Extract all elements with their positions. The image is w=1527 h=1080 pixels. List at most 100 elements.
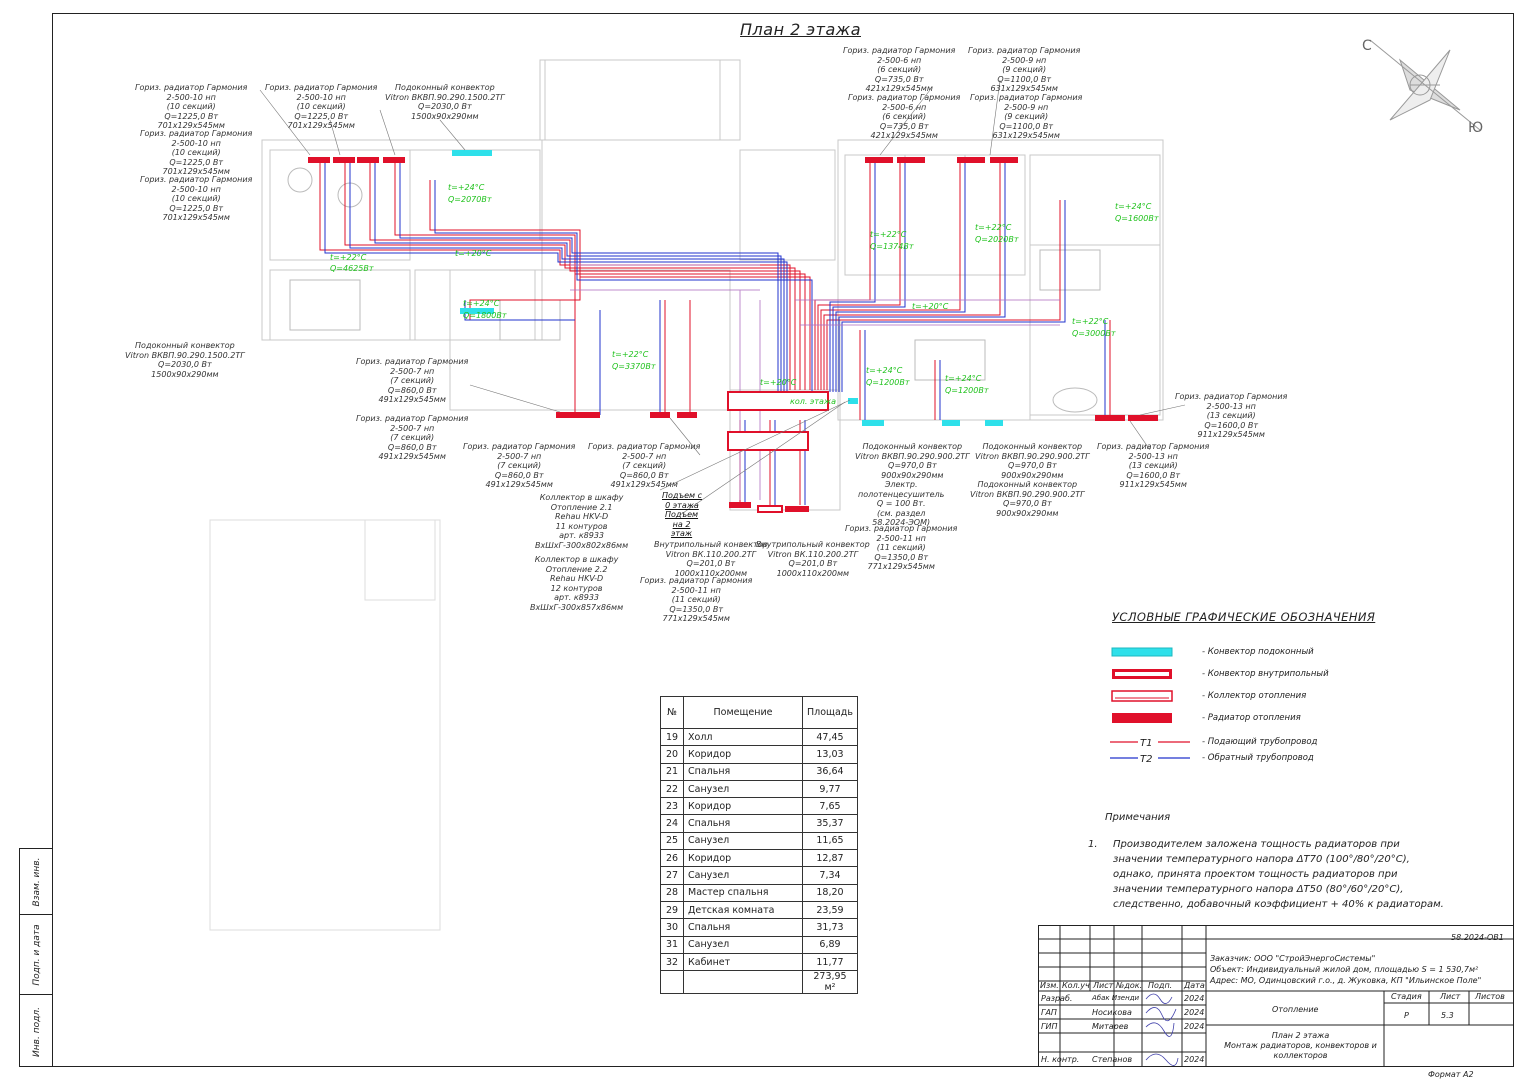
room-name: Спальня xyxy=(683,918,803,937)
label-radiator-8: Гориз. радиатор Гармония 2-500-9 нп (9 с… xyxy=(970,93,1083,140)
heat-load-label: Q=3000Вт xyxy=(1072,329,1116,338)
label-radiator-6: Гориз. радиатор Гармония 2-500-9 нп (9 с… xyxy=(968,46,1081,93)
sill-convectors xyxy=(452,150,1003,426)
label-sill-convector-3: Подоконный конвектор Vitron ВКВП.90.290.… xyxy=(855,442,970,480)
legend-label: - Конвектор подоконный xyxy=(1202,647,1314,657)
collector-floor-label: кол. этажа xyxy=(790,397,836,406)
label-radiator-15: Гориз. радиатор Гармония 2-500-13 нп (13… xyxy=(1175,392,1288,439)
room-number: 25 xyxy=(660,831,684,851)
heating-collectors xyxy=(727,391,829,451)
signatures xyxy=(1145,993,1179,1066)
label-collector-1: Коллектор в шкафу Отопление 2.1 Rehau HK… xyxy=(535,493,629,550)
room-number: 31 xyxy=(660,935,684,954)
supply-line-symbol-icon: T1 xyxy=(1110,738,1190,749)
drawing-title: План 2 этажа xyxy=(740,20,861,39)
label-radiator-7: Гориз. радиатор Гармония 2-500-6 нп (6 с… xyxy=(848,93,961,140)
temp-label: t=+24°C xyxy=(448,183,485,192)
title-block xyxy=(1038,925,1514,1067)
compass-rose-icon: С Ю xyxy=(1362,38,1483,136)
room-name: Коридор xyxy=(683,797,803,816)
label-sill-convector-5: Подоконный конвектор Vitron ВКВП.90.290.… xyxy=(970,480,1085,518)
room-number: 19 xyxy=(660,727,684,747)
room-number: 26 xyxy=(660,849,684,868)
label-sill-convector-1: Подоконный конвектор Vitron ВКВП.90.290.… xyxy=(385,83,505,121)
room-number: 22 xyxy=(660,779,684,799)
table-header-row: № Помещение Площадь xyxy=(660,696,858,729)
sill-convector-symbol-icon xyxy=(1111,647,1173,657)
legend-item-floor-convector: - Конвектор внутрипольный xyxy=(1110,667,1440,681)
label-collector-2: Коллектор в шкафу Отопление 2.2 Rehau HK… xyxy=(530,555,624,612)
table-header-area: Площадь xyxy=(802,696,858,729)
legend-title: УСЛОВНЫЕ ГРАФИЧЕСКИЕ ОБОЗНАЧЕНИЯ xyxy=(1112,610,1376,624)
label-floor-convector-2: Внутрипольный конвектор Vitron ВК.110.20… xyxy=(756,540,870,578)
room-name: Коридор xyxy=(683,745,803,764)
heat-load-label: Q=3370Вт xyxy=(612,362,656,371)
drawing-frame xyxy=(52,13,1514,1067)
temp-label: t=+20°C xyxy=(760,378,797,387)
heat-load-label: Q=1600Вт xyxy=(1115,214,1159,223)
label-radiator-1: Гориз. радиатор Гармония 2-500-10 нп (10… xyxy=(135,83,248,130)
room-name: Спальня xyxy=(683,814,803,833)
temp-label: t=+22°C xyxy=(612,350,649,359)
room-number: 27 xyxy=(660,866,684,885)
room-name: Санузел xyxy=(683,831,803,851)
heat-load-label: Q=4625Вт xyxy=(330,264,374,273)
leader-lines xyxy=(259,79,1186,516)
label-floor-convector-1: Внутрипольный конвектор Vitron ВК.110.20… xyxy=(654,540,768,578)
temp-label: t=+22°C xyxy=(870,230,907,239)
note-number: 1. xyxy=(1088,839,1098,850)
room-area: 9,77 xyxy=(802,779,858,799)
floor-convector-symbol-icon xyxy=(1112,669,1172,679)
temp-label: t=+22°C xyxy=(975,223,1012,232)
room-area: 11,77 xyxy=(802,952,858,972)
total-blank xyxy=(660,970,684,995)
room-name: Санузел xyxy=(683,935,803,954)
room-number: 21 xyxy=(660,762,684,781)
label-sill-convector-4: Подоконный конвектор Vitron ВКВП.90.290.… xyxy=(975,442,1090,480)
room-area: 23,59 xyxy=(802,900,858,920)
total-blank xyxy=(683,970,803,995)
room-area: 31,73 xyxy=(802,918,858,937)
temp-label: t=+22°C xyxy=(1072,317,1109,326)
supply-tag: T1 xyxy=(1140,738,1152,749)
legend-label: - Подающий трубопровод xyxy=(1202,737,1318,747)
room-name: Спальня xyxy=(683,762,803,781)
collector-symbol-icon xyxy=(1111,690,1173,702)
legend-label: - Коллектор отопления xyxy=(1202,691,1307,701)
label-radiator-2: Гориз. радиатор Гармония 2-500-10 нп (10… xyxy=(265,83,378,130)
room-name: Мастер спальня xyxy=(683,883,803,902)
return-line-symbol-icon: T2 xyxy=(1110,754,1190,765)
room-name: Детская комната xyxy=(683,900,803,920)
table-header-room: Помещение xyxy=(683,696,803,729)
label-riser-from-0: Подъем с 0 этажа xyxy=(662,491,702,510)
room-name: Санузел xyxy=(683,866,803,885)
heat-load-label: Q=2070Вт xyxy=(448,195,492,204)
room-number: 32 xyxy=(660,952,684,972)
room-area: 36,64 xyxy=(802,762,858,781)
room-area: 7,65 xyxy=(802,797,858,816)
label-radiator-4: Гориз. радиатор Гармония 2-500-10 нп (10… xyxy=(140,175,253,222)
label-radiator-9: Гориз. радиатор Гармония 2-500-7 нп (7 с… xyxy=(356,357,469,404)
label-radiator-5: Гориз. радиатор Гармония 2-500-6 нп (6 с… xyxy=(843,46,956,93)
label-riser-to-2: Подъем на 2 этаж xyxy=(665,510,699,538)
room-number: 29 xyxy=(660,900,684,920)
temp-label: t=+22°C xyxy=(330,253,367,262)
label-towel-dryer: Электр. полотенцесушитель Q = 100 Вт. (с… xyxy=(858,480,945,527)
heat-load-label: Q=1200Вт xyxy=(866,378,910,387)
room-number: 24 xyxy=(660,814,684,833)
legend-item-return: T2 - Обратный трубопровод xyxy=(1110,751,1440,765)
legend-label: - Обратный трубопровод xyxy=(1202,753,1314,763)
room-number: 23 xyxy=(660,797,684,816)
